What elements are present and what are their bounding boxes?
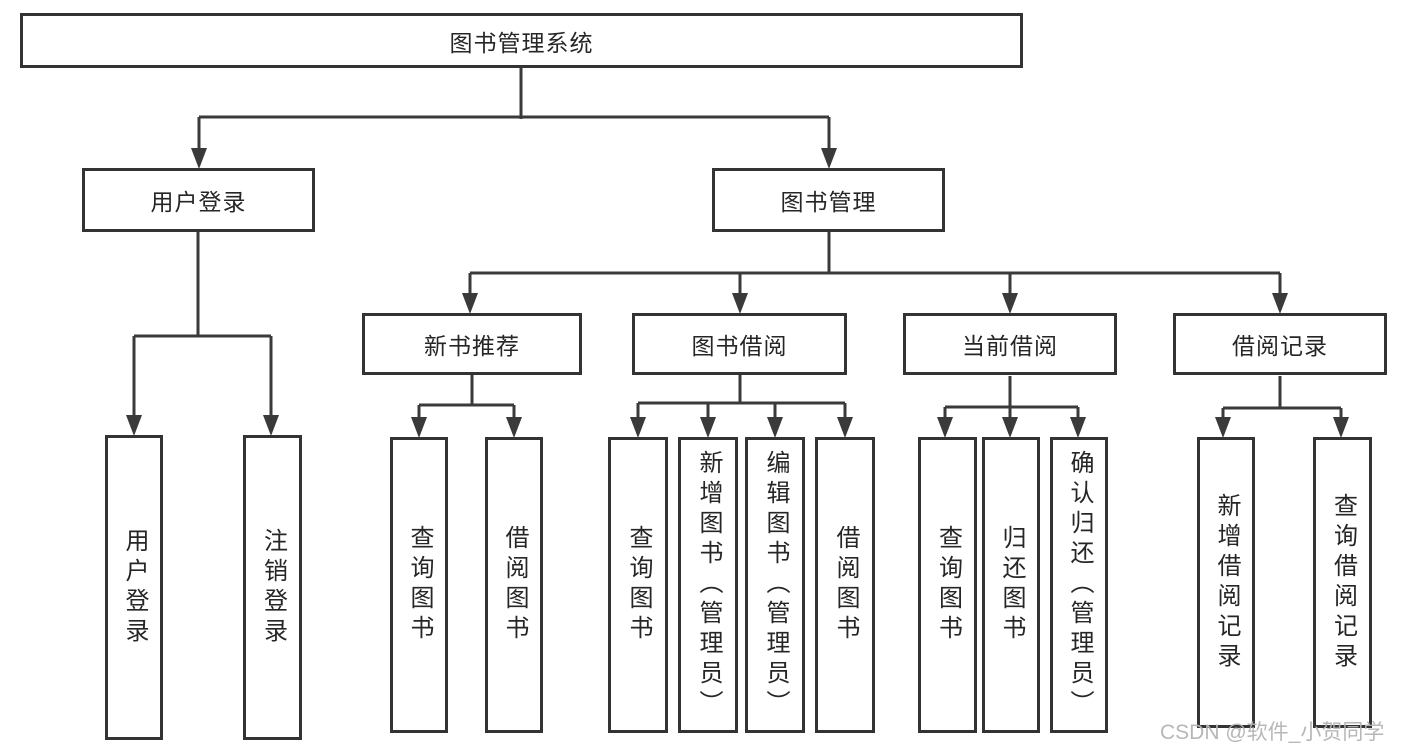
connector-user-login: [132, 232, 273, 417]
connector-book-borrow-arrowheads: [630, 417, 853, 438]
node-leaf-query-books-3: 查询图书: [918, 437, 977, 733]
csdn-watermark: CSDN @软件_小贺同学: [1160, 721, 1385, 744]
connector-book-borrow: [636, 375, 847, 419]
node-root-library-system: 图书管理系统: [20, 13, 1023, 68]
node-user-login: 用户登录: [82, 168, 315, 232]
node-leaf-borrow-books-2: 借阅图书: [815, 437, 875, 733]
connector-current-borrow-arrowheads: [937, 417, 1086, 438]
connector-borrow-record: [1221, 376, 1343, 419]
node-leaf-edit-books-admin: 编辑图书（管理员）: [745, 437, 805, 733]
node-leaf-add-borrow-record: 新增借阅记录: [1197, 437, 1255, 728]
connector-current-borrow: [943, 376, 1080, 419]
node-leaf-query-books-2: 查询图书: [608, 437, 668, 733]
node-leaf-query-books-1: 查询图书: [390, 437, 448, 733]
node-book-management: 图书管理: [712, 168, 945, 232]
connector-new-book-rec-arrowheads: [411, 417, 522, 438]
node-leaf-borrow-books-1: 借阅图书: [485, 437, 543, 733]
node-borrow-records: 借阅记录: [1173, 313, 1387, 375]
connector-root: [197, 68, 831, 150]
node-current-borrowing: 当前借阅: [903, 313, 1117, 375]
connector-root-arrowheads: [191, 148, 837, 169]
node-leaf-query-borrow-record: 查询借阅记录: [1313, 437, 1372, 728]
connector-book-mgmt: [468, 232, 1282, 295]
node-leaf-confirm-return-admin: 确认归还（管理员）: [1050, 437, 1108, 733]
node-leaf-return-books: 归还图书: [982, 437, 1040, 733]
node-book-borrowing: 图书借阅: [632, 313, 847, 375]
node-new-book-recommend: 新书推荐: [362, 313, 582, 375]
connector-user-login-arrowheads: [126, 415, 279, 436]
node-leaf-user-login: 用户登录: [105, 435, 163, 740]
node-leaf-add-books-admin: 新增图书（管理员）: [678, 437, 738, 733]
connector-borrow-record-arrowheads: [1215, 417, 1349, 438]
connector-new-book-rec: [417, 375, 516, 419]
connector-book-mgmt-arrowheads: [462, 293, 1288, 314]
node-leaf-logout: 注销登录: [243, 435, 302, 740]
